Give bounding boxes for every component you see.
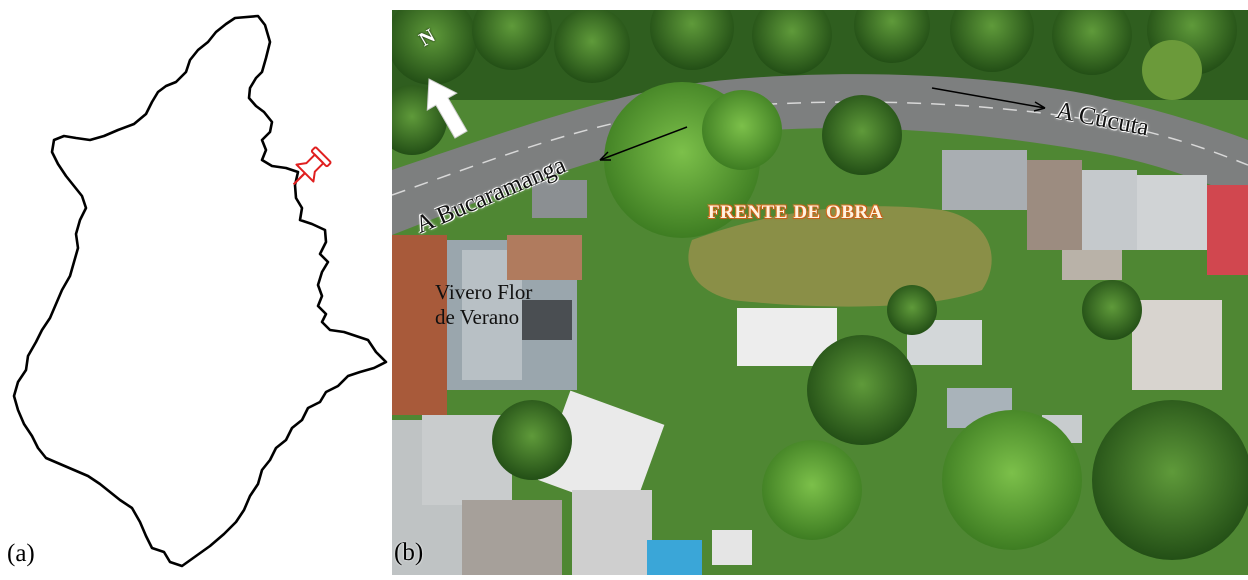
work-front-area xyxy=(688,206,992,307)
label-nursery-line1: Vivero Flor xyxy=(435,280,533,304)
label-nursery: Vivero Flor de Verano xyxy=(435,280,575,330)
label-nursery-line2: de Verano xyxy=(435,305,520,329)
panel-label-b: (b) xyxy=(394,539,424,566)
arrow-to-cucuta-icon xyxy=(931,87,1046,112)
north-arrow-icon xyxy=(426,78,468,139)
tree-canopy xyxy=(392,10,1237,155)
panel-b-aerial-photo: N A Cúcuta A Bucaramanga FRENTE DE OBRA … xyxy=(392,10,1248,575)
label-work-front: FRENTE DE OBRA xyxy=(708,202,883,223)
arrow-to-bucaramanga-icon xyxy=(599,126,688,161)
pushpin-icon xyxy=(292,146,332,186)
municipality-boundary xyxy=(12,14,388,568)
aerial-photo-svg xyxy=(392,10,1248,575)
road xyxy=(392,74,1248,235)
boundary-map-svg xyxy=(12,14,388,568)
panel-a-boundary-map: (a) xyxy=(0,0,392,575)
buildings-left xyxy=(392,180,752,575)
panel-label-a: (a) xyxy=(7,540,35,567)
